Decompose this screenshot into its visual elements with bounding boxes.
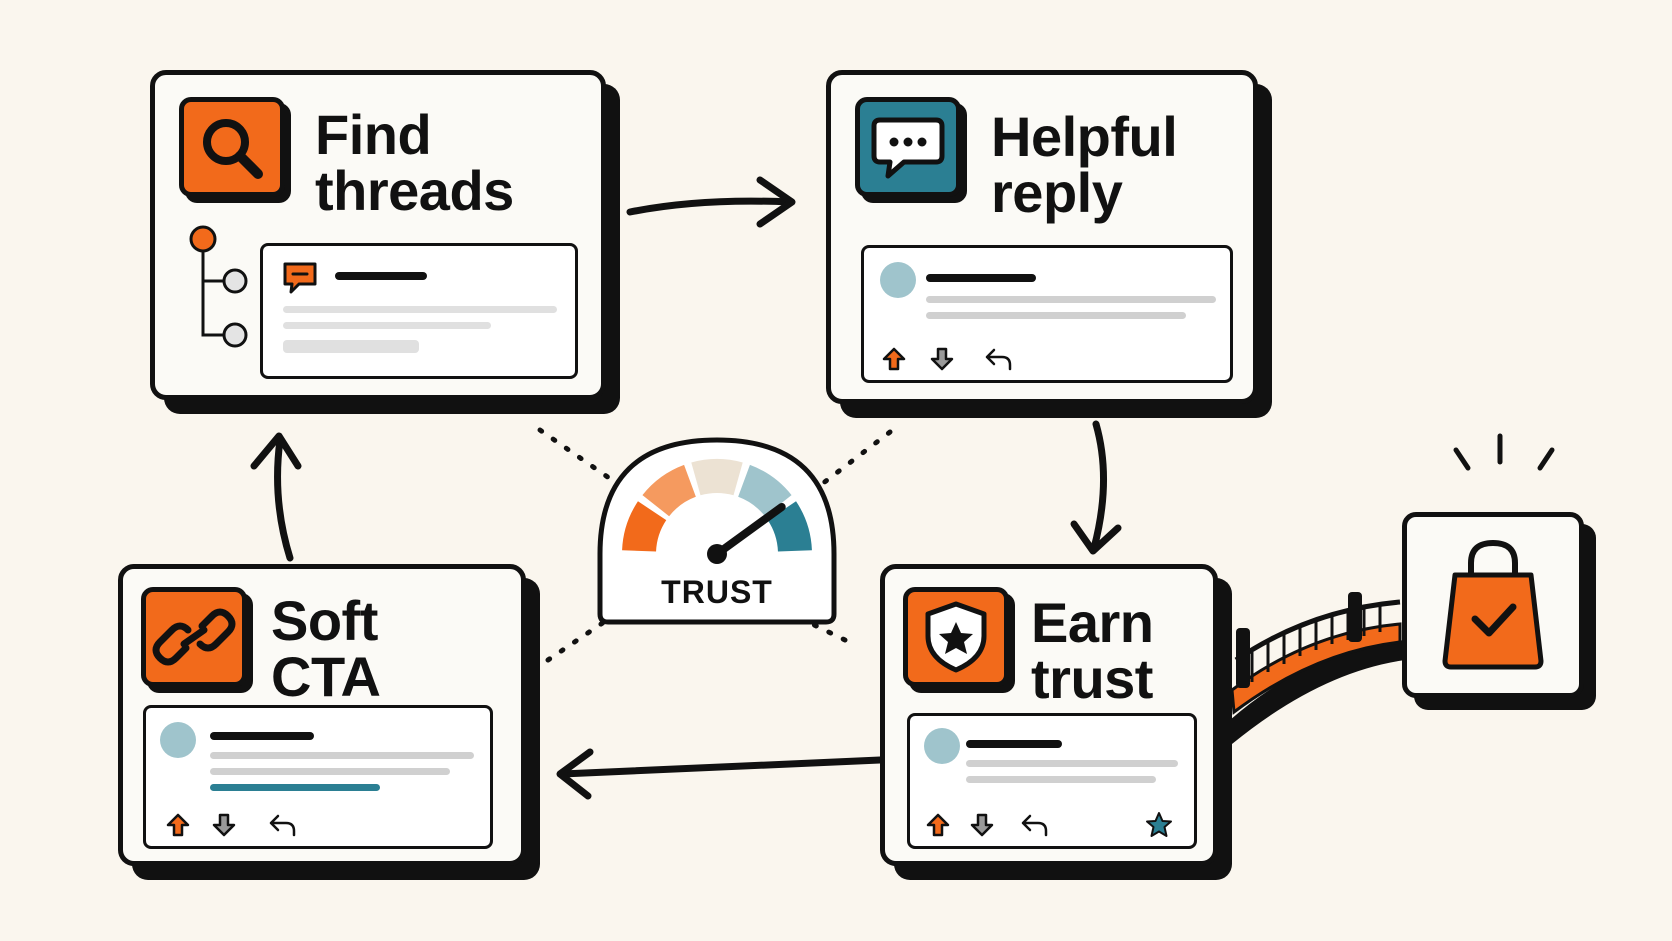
- search-icon: [203, 119, 263, 179]
- upvote-icon: [882, 347, 906, 371]
- thread-title-line: [335, 272, 427, 280]
- reply-title-line: [926, 274, 1036, 282]
- arrow-reply-to-earn: [1090, 420, 1107, 552]
- thread-tree-icon: [189, 225, 248, 348]
- step-card-soft-cta: Soft CTA: [118, 564, 526, 866]
- cta-preview: [143, 705, 493, 849]
- reply-text-line: [926, 296, 1216, 303]
- downvote-icon: [930, 347, 954, 371]
- gauge-label: TRUST: [661, 574, 773, 610]
- arrowhead-reply-to-earn: [1070, 520, 1122, 555]
- gauge-dial: [597, 437, 837, 625]
- avatar: [924, 728, 960, 764]
- link-icon-box: [141, 587, 247, 687]
- arrow-find-to-reply: [626, 197, 794, 216]
- dotted-line-reply: [819, 429, 893, 487]
- step-title-earn-trust: Earn trust: [1031, 591, 1154, 710]
- gauge-segment: [691, 459, 743, 496]
- dotted-line-cta: [545, 619, 607, 663]
- step-title-find-threads: Find threads: [315, 103, 514, 222]
- chat-bubble-icon-box: [855, 97, 961, 197]
- downvote-icon: [212, 813, 236, 837]
- dotted-line-find: [537, 427, 615, 483]
- gauge-hub: [707, 544, 727, 564]
- thread-preview: [260, 243, 578, 379]
- link-icon: [152, 608, 236, 666]
- shield-star-icon: [925, 601, 987, 673]
- avatar: [160, 722, 196, 758]
- trust-preview: [907, 713, 1197, 849]
- search-icon-box: [179, 97, 285, 197]
- shield-star-icon-box: [903, 587, 1009, 687]
- arrowhead-cta-to-find: [250, 432, 302, 470]
- thread-text-line: [283, 306, 557, 313]
- bridge: [1230, 592, 1405, 744]
- goal-card: [1402, 512, 1584, 698]
- arrow-cta-to-find: [274, 436, 294, 562]
- gauge-segment: [622, 501, 667, 553]
- upvote-icon: [166, 813, 190, 837]
- shopping-bag-check-icon: [1442, 539, 1544, 670]
- gauge-segment: [642, 464, 697, 517]
- avatar: [880, 262, 916, 298]
- gauge-segment: [767, 501, 812, 553]
- upvote-icon: [926, 813, 950, 837]
- step-card-helpful-reply: Helpful reply: [826, 70, 1258, 404]
- gauge-needle: [713, 502, 786, 558]
- step-title-soft-cta: Soft CTA: [271, 589, 381, 708]
- trust-text-line: [966, 776, 1156, 783]
- trust-title-line: [966, 740, 1062, 748]
- step-card-find-threads: Find threads: [150, 70, 606, 400]
- arrowhead-find-to-reply: [756, 176, 796, 228]
- downvote-icon: [970, 813, 994, 837]
- thread-text-line: [283, 340, 419, 353]
- cta-text-line: [210, 752, 474, 759]
- star-icon: [1146, 812, 1172, 837]
- comment-icon: [283, 262, 317, 294]
- step-title-helpful-reply: Helpful reply: [991, 105, 1178, 224]
- reply-arrow-icon: [985, 348, 1012, 371]
- cta-title-line: [210, 732, 314, 740]
- reply-preview: [861, 245, 1233, 383]
- arrowhead-earn-to-cta: [556, 748, 594, 800]
- thread-text-line: [283, 322, 491, 329]
- sparkle-lines: [1453, 433, 1555, 471]
- trust-text-line: [966, 760, 1178, 767]
- chat-bubble-icon: [871, 117, 945, 179]
- cta-link-line: [210, 784, 380, 791]
- reply-arrow-icon: [1021, 814, 1048, 837]
- cta-text-line: [210, 768, 450, 775]
- step-card-earn-trust: Earn trust: [880, 564, 1218, 866]
- reply-arrow-icon: [269, 814, 296, 837]
- arrow-earn-to-cta: [558, 756, 884, 778]
- reply-text-line: [926, 312, 1186, 319]
- gauge-segment: [737, 464, 792, 517]
- trust-gauge: TRUST: [586, 436, 848, 628]
